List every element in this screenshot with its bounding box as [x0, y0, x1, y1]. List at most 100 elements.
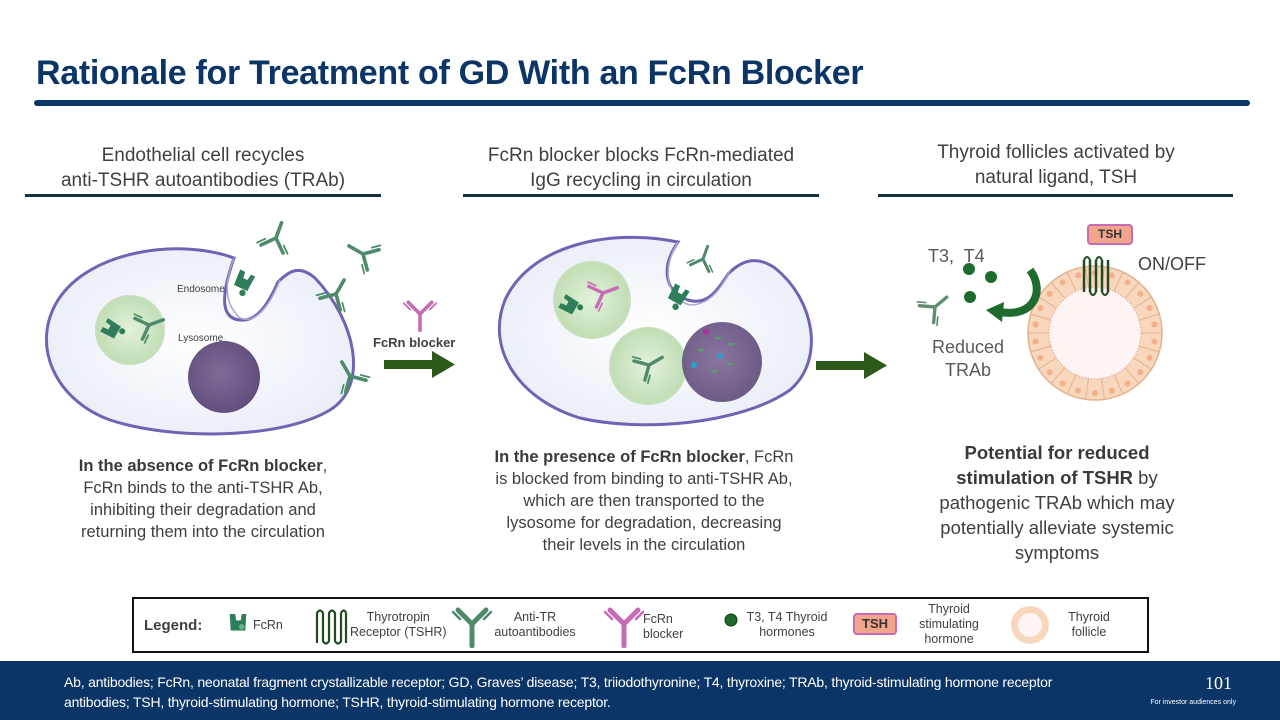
hormone-dot-icon [963, 263, 975, 275]
follicle-cell-nucleus [1037, 305, 1044, 312]
follicle-cell-wall [1038, 296, 1057, 309]
fcrn-icon [230, 269, 256, 298]
tsh-badge-label: TSH [1098, 227, 1122, 241]
follicle-cell-nucleus [1032, 321, 1039, 328]
follicle-cell-wall [1066, 374, 1077, 395]
follicle-cell-nucleus [1046, 290, 1053, 297]
column-2-description: In the presence of FcRn blocker, FcRn is… [494, 446, 794, 556]
follicle-cell-wall [1133, 296, 1152, 309]
footer-bar: Ab, antibodies; FcRn, neonatal fragment … [0, 661, 1280, 720]
follicle-cell-wall [1133, 357, 1152, 370]
follicle-cell-nucleus [1108, 272, 1115, 279]
follicle-cell-nucleus [1124, 279, 1131, 286]
follicle-cell-nucleus [1059, 279, 1066, 286]
column-2-description-bold: In the presence of FcRn blocker [494, 448, 745, 466]
endosome-vesicle [95, 295, 165, 365]
hormone-dot-icon [964, 291, 976, 303]
column-2-heading-line1: FcRn blocker blocks FcRn-mediated [487, 145, 795, 166]
fcrn-blocker-arrow-label: FcRn blocker [373, 335, 456, 350]
abbreviations-text: Ab, antibodies; FcRn, neonatal fragment … [64, 674, 1053, 710]
column-1-heading-line2: anti-TSHR autoantibodies (TRAb) [60, 170, 346, 191]
column-2-description-rest: , FcRn is blocked from binding to anti-T… [495, 448, 794, 554]
legend-label-hormones: T3, T4 Thyroid hormones [746, 610, 828, 639]
follicle-cell-wall [1066, 271, 1077, 292]
tsh-badge: TSH [1087, 224, 1133, 245]
follicle-cell-wall [1138, 345, 1160, 353]
follicle-cell-nucleus [1151, 321, 1158, 328]
follicle-cell-wall [1113, 374, 1124, 395]
endosome-label: Endosome [177, 284, 225, 295]
column-3-heading-line1: Thyroid follicles activated by [937, 142, 1175, 163]
follicle-cell-wall [1030, 345, 1052, 353]
hormones-label: T3, T4 [928, 246, 985, 266]
column-3-rule [878, 194, 1233, 197]
follicle-cell-nucleus [1032, 338, 1039, 345]
follicle-cell-nucleus [1075, 272, 1082, 279]
arrow-1 [384, 351, 455, 378]
follicle-cell-nucleus [1146, 354, 1153, 361]
fcrn-blocker-icon [604, 607, 644, 648]
follicle-cell-wall [1113, 271, 1124, 292]
column-2-rule [463, 194, 819, 197]
follicle-cell-nucleus [1108, 387, 1115, 394]
follicle-cell-wall [1038, 357, 1057, 370]
title-underline [34, 100, 1250, 106]
page-number: 101 [1205, 673, 1232, 693]
column-2-heading-line2: IgG recycling in circulation [530, 170, 752, 191]
endothelial-cell-1 [44, 247, 355, 436]
lysosome-vesicle [682, 322, 762, 402]
reduced-trab-label: Reduced TRAb [918, 336, 1018, 382]
follicle-cell-nucleus [1059, 380, 1066, 387]
follicle-cell-nucleus [1137, 369, 1144, 376]
column-3-heading: Thyroid follicles activated by natural l… [876, 140, 1236, 190]
legend-heading: Legend: [144, 617, 203, 634]
legend-label-follicle: Thyroid follicle [1068, 610, 1110, 639]
tshr-receptor-icon [315, 609, 348, 645]
endosome-vesicle [553, 261, 631, 339]
follicle-cell-nucleus [1037, 354, 1044, 361]
column-3-heading-line2: natural ligand, TSH [974, 167, 1138, 188]
follicle-cell-nucleus [1092, 390, 1098, 396]
feedback-arrow [999, 267, 1041, 317]
reduced-trab-line1: Reduced [931, 337, 1005, 357]
follicle-cell-wall [1124, 367, 1140, 384]
legend-label-tshr: Thyrotropin Receptor (TSHR) [350, 610, 447, 639]
column-1-heading-line1: Endothelial cell recycles [101, 145, 305, 166]
investor-note: For investor audiences only [1150, 699, 1236, 706]
tsh-badge-icon: TSH [853, 613, 897, 635]
follicle-cell-nucleus [1146, 305, 1153, 312]
legend-label-tsh: Thyroid stimulating hormone [919, 602, 979, 646]
reduced-antibody-icon [915, 283, 959, 328]
column-2-heading: FcRn blocker blocks FcRn-mediated IgG re… [462, 143, 820, 193]
thyroid-follicle [1027, 265, 1163, 401]
on-off-label: ON/OFF [1138, 254, 1206, 274]
column-1-description-bold: In the absence of FcRn blocker [78, 457, 323, 475]
column-3-description-bold: Potential for reduced stimulation of TSH… [956, 442, 1150, 488]
legend-box: Legend: FcRn Thyrotropin Receptor (TSHR)… [132, 597, 1149, 653]
free-antibody-icon [254, 215, 299, 257]
follicle-cell-nucleus [1137, 290, 1144, 297]
lysosome-vesicle [188, 341, 260, 413]
follicle-cell-nucleus [1046, 369, 1053, 376]
reduced-trab-line2: TRAb [944, 360, 991, 380]
column-3-description-rest: by pathogenic TRAb which may potentially… [939, 467, 1175, 563]
slide-title: Rationale for Treatment of GD With an Fc… [36, 54, 864, 92]
thyroid-follicle-icon [1011, 606, 1049, 644]
antibody-icon [452, 607, 492, 648]
follicle-cell-wall [1084, 378, 1089, 400]
hormone-dot-icon [724, 613, 738, 627]
follicle-cell-wall [1101, 378, 1106, 400]
hormone-dot-icon [985, 271, 997, 283]
antibody-icon [685, 240, 722, 275]
degraded-fragments [691, 329, 734, 373]
follicle-cell-wall [1030, 313, 1052, 321]
follicle-cell-wall [1050, 367, 1066, 384]
follicle-cell-nucleus [1124, 380, 1131, 387]
fcrn-icon [229, 614, 247, 631]
follicle-cell-wall [1084, 266, 1089, 288]
follicle-cell-nucleus [1151, 338, 1158, 345]
follicle-cell-wall [1124, 282, 1140, 299]
tshr-receptor-icon [1082, 260, 1110, 292]
column-1-heading: Endothelial cell recycles anti-TSHR auto… [24, 143, 382, 193]
